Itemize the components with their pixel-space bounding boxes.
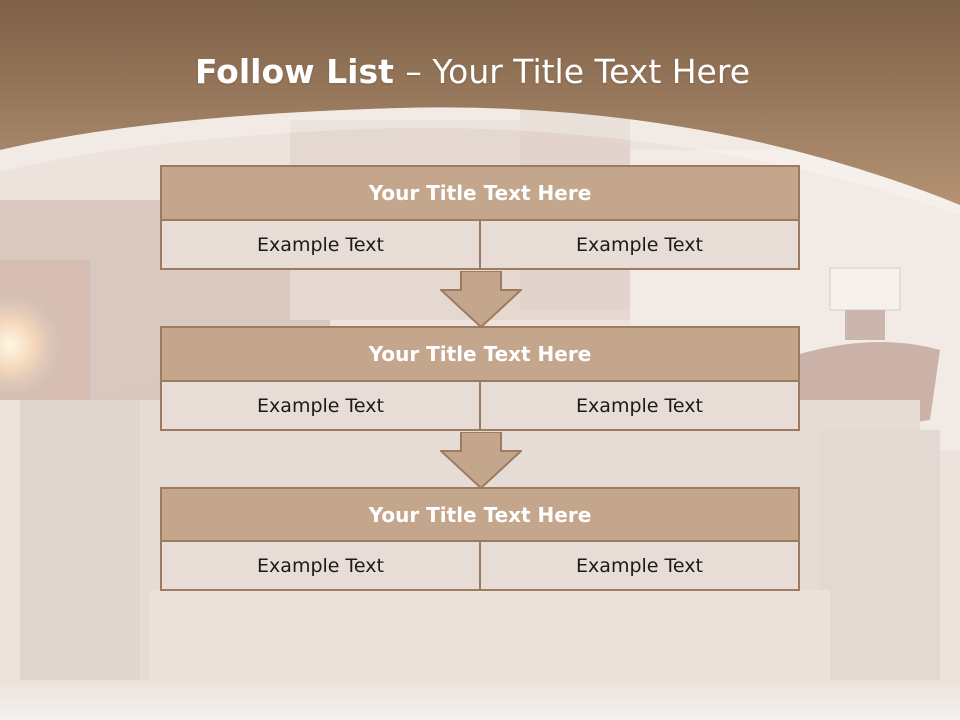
title-rest-part: – Your Title Text Here — [405, 52, 751, 91]
block-row: Example Text Example Text — [160, 382, 800, 431]
block-row: Example Text Example Text — [160, 221, 800, 270]
down-arrow-icon — [440, 432, 522, 489]
block-cell-right: Example Text — [479, 542, 798, 589]
list-block-3: Your Title Text Here Example Text Exampl… — [160, 487, 800, 591]
block-cell-left: Example Text — [162, 221, 479, 268]
block-cell-right: Example Text — [479, 382, 798, 429]
block-heading: Your Title Text Here — [160, 165, 800, 221]
down-arrow-icon — [440, 271, 522, 328]
list-block-1: Your Title Text Here Example Text Exampl… — [160, 165, 800, 270]
block-cell-right: Example Text — [479, 221, 798, 268]
block-heading: Your Title Text Here — [160, 487, 800, 542]
block-heading: Your Title Text Here — [160, 326, 800, 382]
block-cell-left: Example Text — [162, 542, 479, 589]
list-block-2: Your Title Text Here Example Text Exampl… — [160, 326, 800, 431]
block-row: Example Text Example Text — [160, 542, 800, 591]
slide-title: Follow List – Your Title Text Here — [0, 52, 945, 91]
title-bold-part: Follow List — [194, 52, 406, 91]
block-cell-left: Example Text — [162, 382, 479, 429]
